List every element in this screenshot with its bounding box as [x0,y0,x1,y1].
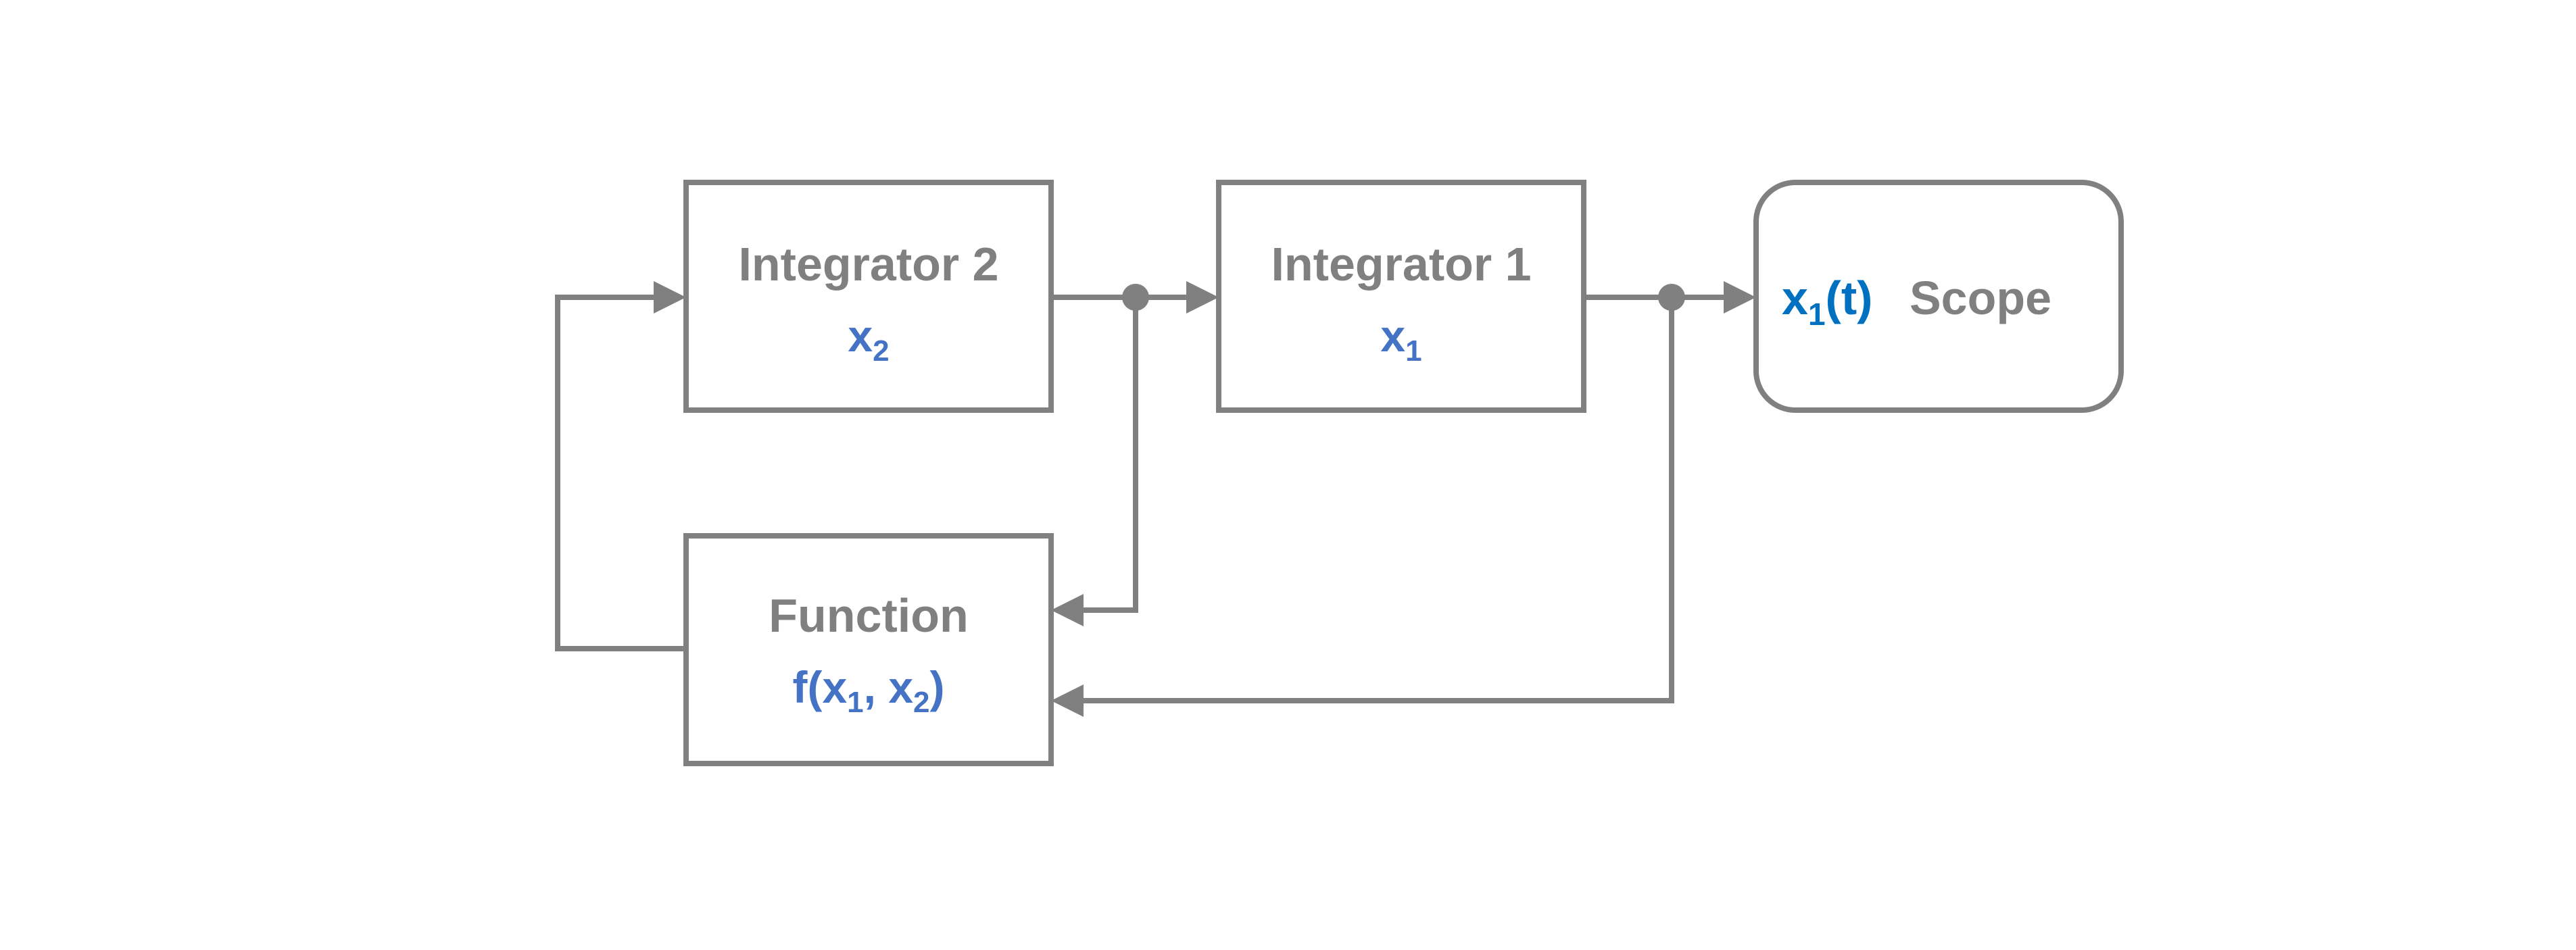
function-expr-sub2: 2 [913,686,929,719]
arrowhead-function-input-x1 [1051,684,1084,717]
wire-x2-to-function [1084,297,1138,613]
scope-variable: x1(t) [1782,272,1872,332]
integrator-2-block[interactable]: Integrator 2 x2 [683,180,1054,413]
function-expr-prefix: f(x [792,662,847,712]
arrowhead-scope-input [1724,281,1756,314]
wire-feedback-function-to-int2 [555,295,686,651]
integrator-2-var-main: x [848,311,873,361]
wire-x1-to-function [1084,297,1674,703]
scope-title: Scope [1910,272,2051,324]
junction-x2 [1122,284,1149,311]
integrator-1-var-main: x [1380,311,1405,361]
function-expr-mid: , x [864,662,914,712]
integrator-1-variable: x1 [1380,311,1421,368]
arrowhead-int1-input [1186,281,1219,314]
arrowhead-int2-input [654,281,686,314]
integrator-1-box [1216,180,1586,413]
junction-x1 [1658,284,1685,311]
integrator-1-title: Integrator 1 [1271,238,1531,291]
scope-block[interactable]: x1(t) Scope [1753,180,2124,413]
function-expr-suffix: ) [930,662,945,712]
arrowhead-function-input-x2 [1051,594,1084,626]
scope-box [1753,180,2124,413]
function-title: Function [769,589,968,642]
integrator-2-box [683,180,1054,413]
integrator-1-var-sub: 1 [1405,334,1421,368]
function-expression: f(x1, x2) [792,662,944,719]
function-box [683,533,1054,766]
function-block[interactable]: Function f(x1, x2) [683,533,1054,766]
integrator-2-var-sub: 2 [873,334,889,368]
integrator-2-variable: x2 [848,311,889,368]
integrator-1-block[interactable]: Integrator 1 x1 [1216,180,1586,413]
function-expr-sub1: 1 [847,686,863,719]
scope-var-main: x [1782,272,1808,324]
scope-var-suffix: (t) [1826,272,1873,324]
integrator-2-title: Integrator 2 [738,238,998,291]
scope-var-sub: 1 [1808,297,1826,332]
